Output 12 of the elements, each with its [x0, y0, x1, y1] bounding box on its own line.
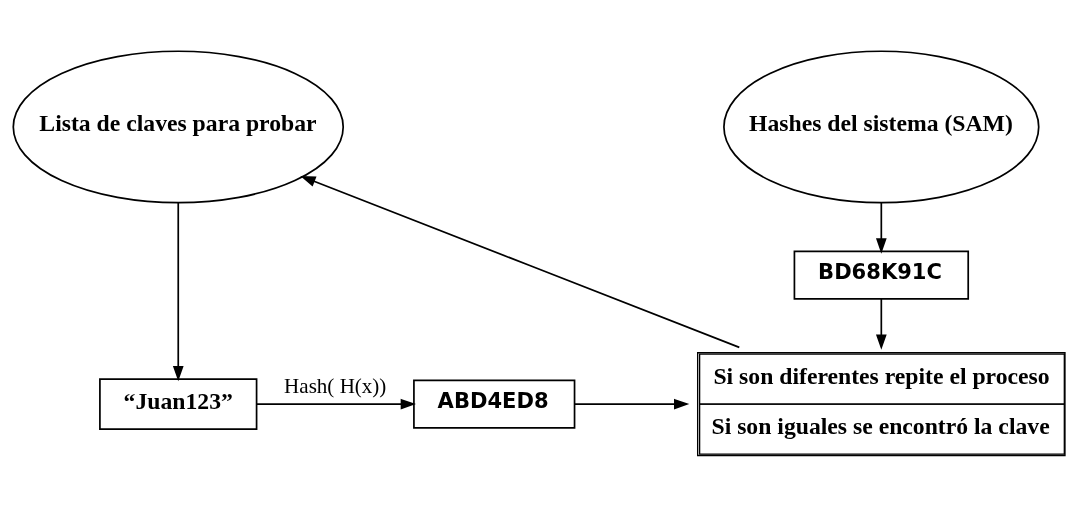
- node-box: ABD4ED8: [413, 379, 576, 429]
- arrow: [875, 201, 887, 254]
- arrow: [875, 298, 887, 350]
- arrow: [300, 175, 741, 349]
- node-box: “Juan123”: [99, 378, 258, 430]
- node-ellipse: Lista de claves para probar: [12, 50, 345, 204]
- arrow: [255, 398, 416, 410]
- node-ellipse: Hashes del sistema (SAM): [723, 50, 1040, 204]
- arrow: [573, 398, 690, 410]
- arrow: [172, 202, 184, 382]
- node-box: BD68K91C: [793, 250, 970, 300]
- edge-label: Hash( H(x)): [284, 374, 387, 399]
